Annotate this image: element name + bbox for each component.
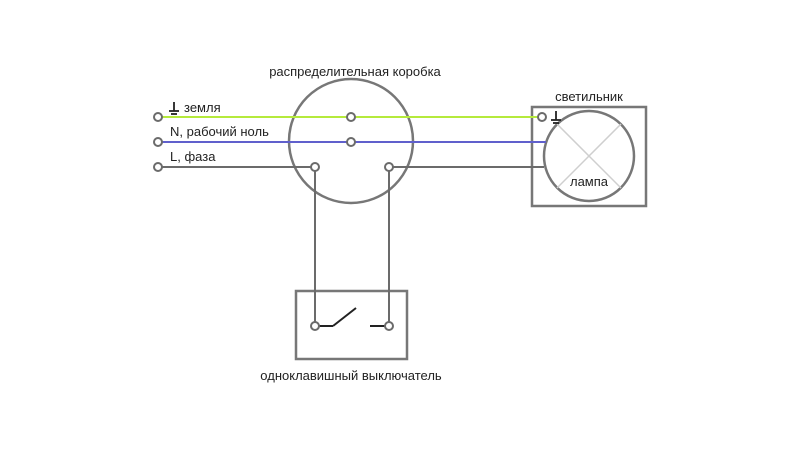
junction-box-label: распределительная коробка [269,64,441,79]
luminaire-ground-symbol-icon [551,111,561,124]
switch-contact-icon [315,307,389,327]
switched-phase-wire [388,166,544,326]
ground-symbol-icon [169,102,179,115]
junction-ground-terminal [346,112,356,122]
phase-label: L, фаза [170,149,216,164]
lamp-cross-icon [542,109,636,203]
ground-input-terminal [153,112,163,122]
neutral-label: N, рабочий ноль [170,124,269,139]
junction-neutral-terminal [346,137,356,147]
lamp-label: лампа [570,174,609,189]
luminaire-ground-terminal [537,112,547,122]
ground-label: земля [184,100,221,115]
junction-phase-terminal [310,162,320,172]
switch-label: одноклавишный выключатель [260,368,442,383]
switch-terminal-left [310,321,320,331]
luminaire-box [530,105,648,208]
luminaire-label: светильник [555,89,623,104]
switch-box [294,289,409,361]
junction-switched-terminal [384,162,394,172]
neutral-input-terminal [153,137,163,147]
phase-input-terminal [153,162,163,172]
switch-terminal-right [384,321,394,331]
